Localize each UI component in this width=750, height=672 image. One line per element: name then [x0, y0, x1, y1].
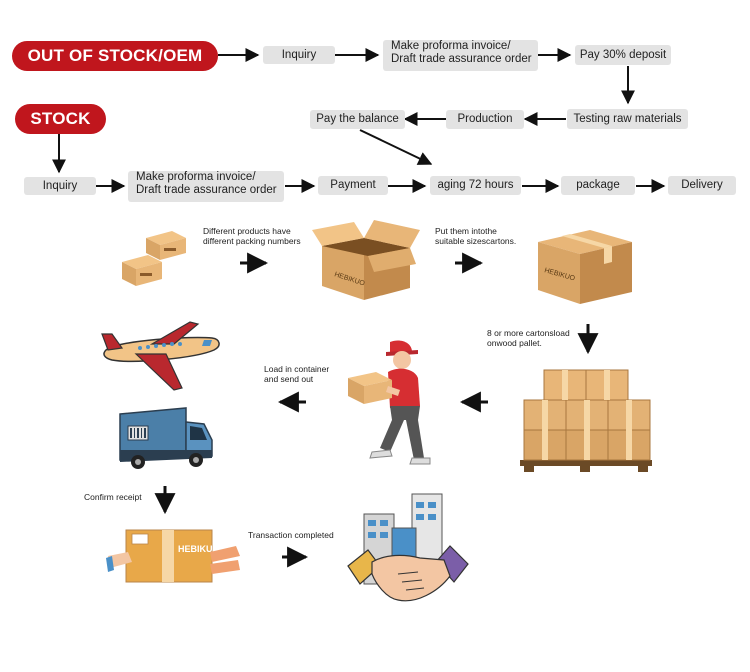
receipt-package-brand: HEBIKUO	[178, 544, 220, 554]
cartons-note-line1: Put them intothe	[435, 226, 497, 236]
oem-proforma-line1: Make proforma invoice/	[391, 40, 511, 52]
handshake-buildings-icon	[347, 493, 469, 602]
pallet-note-line1: 8 or more cartonsload	[487, 328, 570, 338]
aging-step: aging 72 hours	[430, 176, 521, 195]
payment-step: Payment	[318, 176, 388, 195]
pay-balance-step: Pay the balance	[310, 110, 405, 129]
package-received-icon: HEBIKUO	[106, 529, 240, 583]
airplane-icon	[101, 321, 220, 391]
out-of-stock-oem-badge: OUT OF STOCK/OEM	[12, 41, 218, 71]
stock-proforma-step: Make proforma invoice/ Draft trade assur…	[128, 171, 284, 202]
packing-note-line1: Different products have	[203, 226, 291, 236]
cartons-note-line2: suitable sizescartons.	[435, 236, 517, 246]
cartons-note: Put them intothe suitable sizescartons.	[435, 226, 516, 246]
testing-raw-materials-step: Testing raw materials	[567, 109, 688, 129]
oem-inquiry-step: Inquiry	[263, 46, 335, 64]
palletized-cartons-icon	[520, 369, 652, 472]
container-note-line1: Load in container	[264, 364, 330, 374]
oem-proforma-step: Make proforma invoice/ Draft trade assur…	[383, 40, 538, 71]
packing-numbers-note: Different products have different packin…	[203, 226, 301, 246]
pallet-note: 8 or more cartonsload onwood pallet.	[487, 328, 570, 348]
stock-proforma-line2: Draft trade assurance order	[136, 184, 277, 196]
transaction-completed-note: Transaction completed	[248, 530, 334, 540]
production-step: Production	[446, 110, 524, 129]
closed-carton-icon: HEBIKUO	[538, 230, 632, 304]
stock-badge: STOCK	[15, 104, 106, 134]
packing-note-line2: different packing numbers	[203, 236, 301, 246]
pay-deposit-step: Pay 30% deposit	[575, 45, 671, 65]
arrow-balance-to-aging	[359, 129, 433, 165]
delivery-worker-icon	[348, 340, 431, 465]
stock-inquiry-step: Inquiry	[24, 177, 96, 195]
confirm-receipt-note: Confirm receipt	[84, 492, 142, 502]
package-step: package	[561, 176, 635, 195]
small-boxes-icon	[122, 231, 186, 286]
delivery-step: Delivery	[668, 176, 736, 195]
open-carton-icon: HEBIKUO	[312, 220, 420, 300]
stock-proforma-line1: Make proforma invoice/	[136, 171, 256, 183]
delivery-van-icon	[119, 407, 213, 469]
oem-proforma-line2: Draft trade assurance order	[391, 53, 532, 65]
container-note: Load in container and send out	[264, 364, 329, 384]
pallet-note-line2: onwood pallet.	[487, 338, 542, 348]
container-note-line2: and send out	[264, 374, 314, 384]
